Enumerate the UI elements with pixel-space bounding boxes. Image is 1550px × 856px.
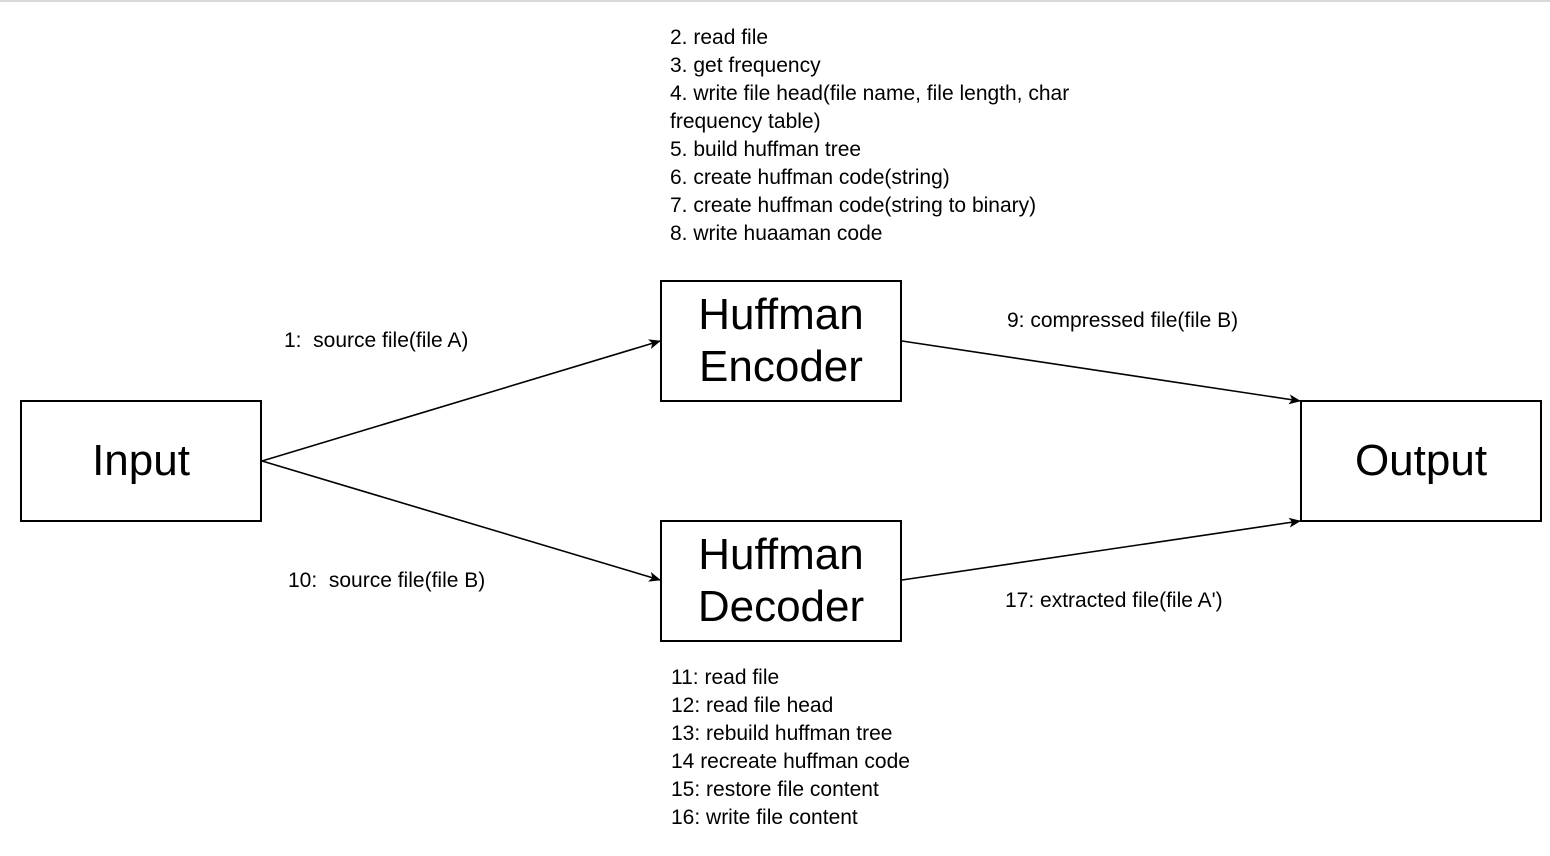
output-node[interactable]: Output bbox=[1300, 400, 1542, 522]
step-item: 13: rebuild huffman tree bbox=[671, 722, 893, 745]
step-item: 16: write file content bbox=[671, 806, 858, 829]
step-item: 14 recreate huffman code bbox=[671, 750, 910, 773]
huffman-encoder-node[interactable]: Huffman Encoder bbox=[660, 280, 902, 402]
arrow-input-to-encoder bbox=[261, 339, 661, 462]
output-node-label: Output bbox=[1354, 436, 1488, 485]
top-border bbox=[0, 0, 1550, 2]
edge-label-source-file-b: 10: source file(file B) bbox=[288, 569, 486, 592]
encoder-step-list: 2. read file 3. get frequency 4. write fil… bbox=[670, 24, 1140, 248]
decoder-step-list: 11: read file 12: read file head 13: rebui… bbox=[671, 664, 1141, 832]
step-item: 8. write huaaman code bbox=[670, 222, 883, 245]
step-item: 5. build huffman tree bbox=[670, 138, 862, 161]
step-item: 11: read file bbox=[671, 666, 780, 689]
huffman-encoder-label: Huffman Encoder bbox=[698, 290, 864, 391]
edge-label-source-file-a: 1: source file(file A) bbox=[284, 329, 469, 352]
step-item: 6. create huffman code(string) bbox=[670, 166, 950, 189]
input-node-label: Input bbox=[92, 436, 190, 485]
arrow-decoder-to-output bbox=[901, 517, 1301, 581]
step-item: frequency table) bbox=[670, 110, 821, 133]
step-item: 15: restore file content bbox=[671, 778, 879, 801]
input-node[interactable]: Input bbox=[20, 400, 262, 522]
arrow-encoder-to-output bbox=[901, 340, 1301, 405]
arrow-input-to-decoder bbox=[261, 460, 661, 582]
step-item: 4. write file head(file name, file lengt… bbox=[670, 82, 1070, 105]
step-item: 3. get frequency bbox=[670, 54, 821, 77]
huffman-decoder-label: Huffman Decoder bbox=[697, 530, 865, 631]
step-item: 7. create huffman code(string to binary) bbox=[670, 194, 1037, 217]
edge-label-compressed-file: 9: compressed file(file B) bbox=[1007, 309, 1239, 332]
step-item: 12: read file head bbox=[671, 694, 834, 717]
step-item: 2. read file bbox=[670, 26, 769, 49]
edge-label-extracted-file: 17: extracted file(file A') bbox=[1005, 589, 1223, 612]
huffman-decoder-node[interactable]: Huffman Decoder bbox=[660, 520, 902, 642]
